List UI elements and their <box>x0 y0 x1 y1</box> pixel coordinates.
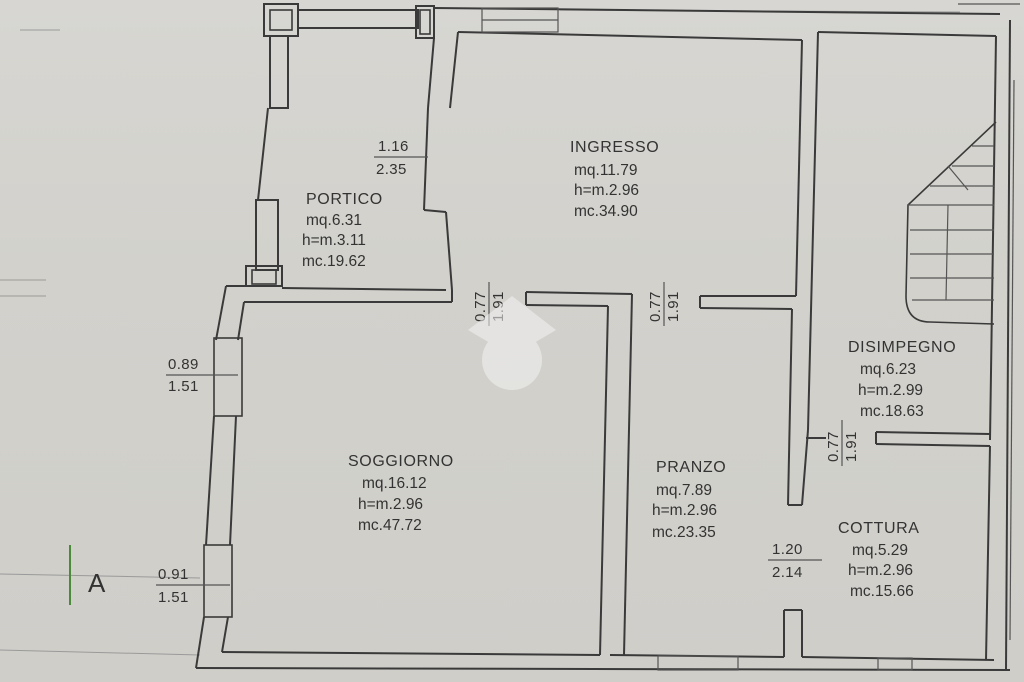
walls <box>195 3 1020 671</box>
room-area: mq.11.79 <box>574 162 637 179</box>
staircase <box>905 121 997 325</box>
room-pranzo: PRANZO mq.7.89 h=m.2.96 mc.23.35 <box>652 459 726 541</box>
dim-top: 0.77 <box>647 291 664 322</box>
dim-soggiorno-window-upper: 0.89 1.51 <box>166 356 238 395</box>
room-area: mq.6.31 <box>306 212 362 229</box>
watermark-logo <box>468 296 556 390</box>
room-volume: mc.15.66 <box>850 583 914 600</box>
dim-door-pranzo: 0.77 1.91 <box>647 282 682 326</box>
dim-bottom: 1.91 <box>843 431 860 462</box>
dim-bottom: 1.91 <box>665 291 682 322</box>
room-volume: mc.23.35 <box>652 524 716 541</box>
room-disimpegno: DISIMPEGNO mq.6.23 h=m.2.99 mc.18.63 <box>848 339 956 420</box>
room-height: h=m.3.11 <box>302 232 366 249</box>
dim-bottom: 1.51 <box>168 378 199 395</box>
room-height: h=m.2.96 <box>358 496 423 513</box>
dim-door-disimpegno: 0.77 1.91 <box>825 420 860 466</box>
room-cottura: COTTURA mq.5.29 h=m.2.96 mc.15.66 <box>838 520 920 600</box>
dim-bottom: 2.35 <box>376 161 407 178</box>
dim-bottom: 1.51 <box>158 589 189 606</box>
room-area: mq.16.12 <box>362 475 427 492</box>
room-height: h=m.2.96 <box>574 182 639 199</box>
dim-top: 0.77 <box>825 431 842 462</box>
room-height: h=m.2.96 <box>652 502 717 519</box>
section-marker: A <box>69 545 106 605</box>
room-name: SOGGIORNO <box>348 453 454 470</box>
dim-top: 0.77 <box>472 291 489 322</box>
room-soggiorno: SOGGIORNO mq.16.12 h=m.2.96 mc.47.72 <box>348 453 454 534</box>
room-name: PRANZO <box>656 459 726 476</box>
dim-top: 0.91 <box>158 566 189 583</box>
room-volume: mc.19.62 <box>302 253 366 270</box>
room-height: h=m.2.99 <box>858 382 923 399</box>
room-portico: PORTICO mq.6.31 h=m.3.11 mc.19.62 <box>302 191 383 270</box>
dim-soggiorno-window-lower: 0.91 1.51 <box>156 566 230 606</box>
dim-bottom: 2.14 <box>772 564 803 581</box>
room-ingresso: INGRESSO mq.11.79 h=m.2.96 mc.34.90 <box>570 139 659 220</box>
room-volume: mc.47.72 <box>358 517 422 534</box>
room-volume: mc.18.63 <box>860 403 924 420</box>
room-area: mq.5.29 <box>852 542 908 559</box>
room-volume: mc.34.90 <box>574 203 638 220</box>
room-area: mq.7.89 <box>656 482 712 499</box>
dim-top: 1.20 <box>772 541 803 558</box>
dim-cottura-window: 1.20 2.14 <box>768 541 822 581</box>
room-height: h=m.2.96 <box>848 562 913 579</box>
dim-portico-window: 1.16 2.35 <box>374 138 428 178</box>
room-name: DISIMPEGNO <box>848 339 956 356</box>
room-name: INGRESSO <box>570 139 659 156</box>
section-label: A <box>88 568 106 598</box>
room-name: PORTICO <box>306 191 383 208</box>
dim-top: 1.16 <box>378 138 409 155</box>
room-name: COTTURA <box>838 520 920 537</box>
room-area: mq.6.23 <box>860 361 916 378</box>
dim-top: 0.89 <box>168 356 199 373</box>
